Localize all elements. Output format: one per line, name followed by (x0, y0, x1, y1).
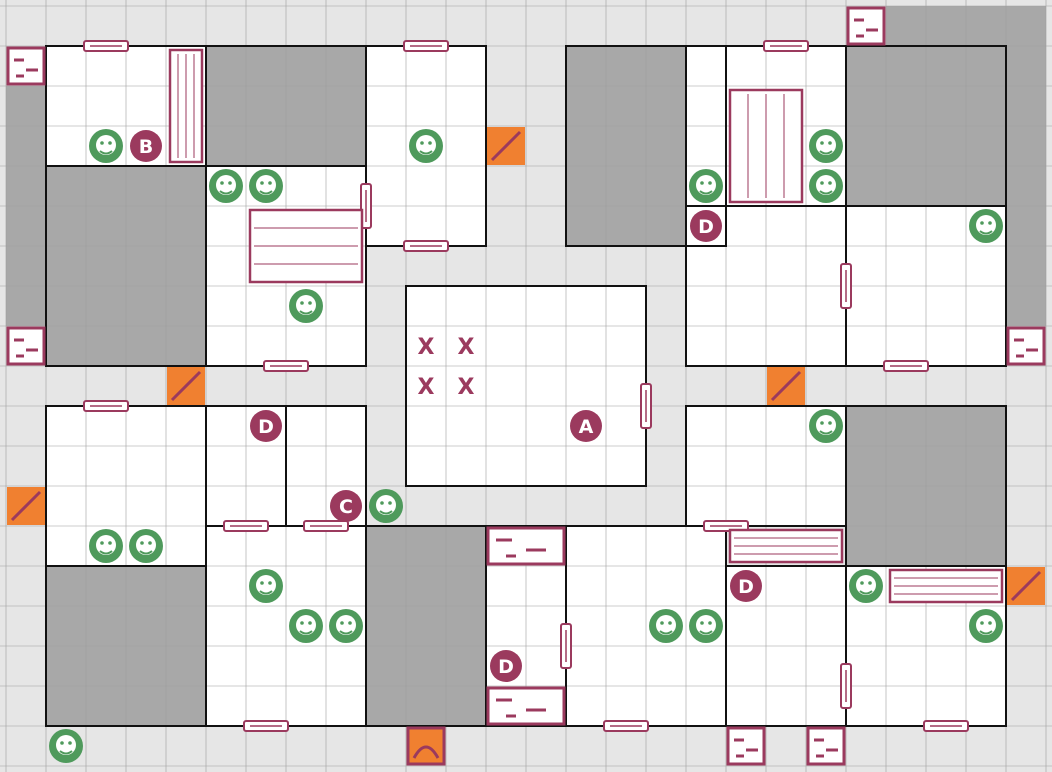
door[interactable] (840, 663, 852, 709)
door[interactable] (840, 263, 852, 309)
trap-tile (487, 127, 525, 165)
monster-orc[interactable] (809, 129, 843, 163)
monster-orc[interactable] (289, 609, 323, 643)
door[interactable] (83, 40, 129, 52)
marker-label: D (738, 576, 754, 598)
weapons-rack (888, 568, 1004, 604)
door[interactable] (560, 623, 572, 669)
trap-tile (767, 367, 805, 405)
marker-c: C (330, 490, 362, 522)
marker-label: D (498, 656, 514, 678)
rubble-tile (806, 726, 846, 766)
door[interactable] (640, 383, 652, 429)
monster-goblin[interactable] (409, 129, 443, 163)
solid-rock (366, 526, 486, 726)
start-mark: X (458, 375, 475, 400)
door[interactable] (403, 240, 449, 252)
door[interactable] (603, 720, 649, 732)
marker-label: C (339, 496, 353, 518)
door[interactable] (303, 520, 349, 532)
monster-orc[interactable] (809, 409, 843, 443)
marker-d-2: D (690, 210, 722, 242)
table (248, 208, 364, 284)
monster-orc[interactable] (249, 169, 283, 203)
monster-chaos-warrior[interactable] (89, 129, 123, 163)
stairway (406, 726, 446, 766)
monster-orc[interactable] (289, 289, 323, 323)
monster-orc[interactable] (329, 609, 363, 643)
marker-label: A (579, 416, 594, 438)
rubble-wall (486, 686, 566, 726)
marker-b: B (130, 130, 162, 162)
marker-d-4: D (490, 650, 522, 682)
solid-rock (1006, 46, 1046, 326)
monster-orc[interactable] (209, 169, 243, 203)
rubble-wall (486, 526, 566, 566)
solid-rock (566, 46, 686, 246)
monster-orc[interactable] (89, 529, 123, 563)
start-mark: X (458, 335, 475, 360)
monster-fimir[interactable] (249, 569, 283, 603)
start-mark: X (418, 375, 435, 400)
door[interactable] (883, 360, 929, 372)
marker-label: B (139, 136, 153, 158)
monster-orc[interactable] (129, 529, 163, 563)
rubble-tile (726, 726, 766, 766)
door[interactable] (763, 40, 809, 52)
monster-orc[interactable] (689, 609, 723, 643)
monster-orc[interactable] (689, 169, 723, 203)
trap-tile (167, 367, 205, 405)
start-mark: X (418, 335, 435, 360)
door[interactable] (403, 40, 449, 52)
marker-d-1: D (250, 410, 282, 442)
door[interactable] (263, 360, 309, 372)
door[interactable] (223, 520, 269, 532)
monster-orc[interactable] (369, 489, 403, 523)
rubble-tile (846, 6, 886, 46)
rubble-tile (6, 326, 46, 366)
cupboard (728, 528, 844, 564)
monster-orc[interactable] (969, 209, 1003, 243)
monster-goblin[interactable] (49, 729, 83, 763)
marker-a: A (570, 410, 602, 442)
door[interactable] (83, 400, 129, 412)
torture-rack (728, 88, 804, 204)
monster-orc[interactable] (649, 609, 683, 643)
monster-fimir[interactable] (849, 569, 883, 603)
marker-label: D (698, 216, 714, 238)
door[interactable] (703, 520, 749, 532)
door[interactable] (243, 720, 289, 732)
marker-label: D (258, 416, 274, 438)
door[interactable] (923, 720, 969, 732)
trap-tile (1007, 567, 1045, 605)
trap-tile (7, 487, 45, 525)
bookcase (168, 48, 204, 164)
rubble-tile (6, 46, 46, 86)
marker-d-3: D (730, 570, 762, 602)
door[interactable] (360, 183, 372, 229)
rubble-tile (1006, 326, 1046, 366)
monster-orc[interactable] (969, 609, 1003, 643)
monster-orc[interactable] (809, 169, 843, 203)
